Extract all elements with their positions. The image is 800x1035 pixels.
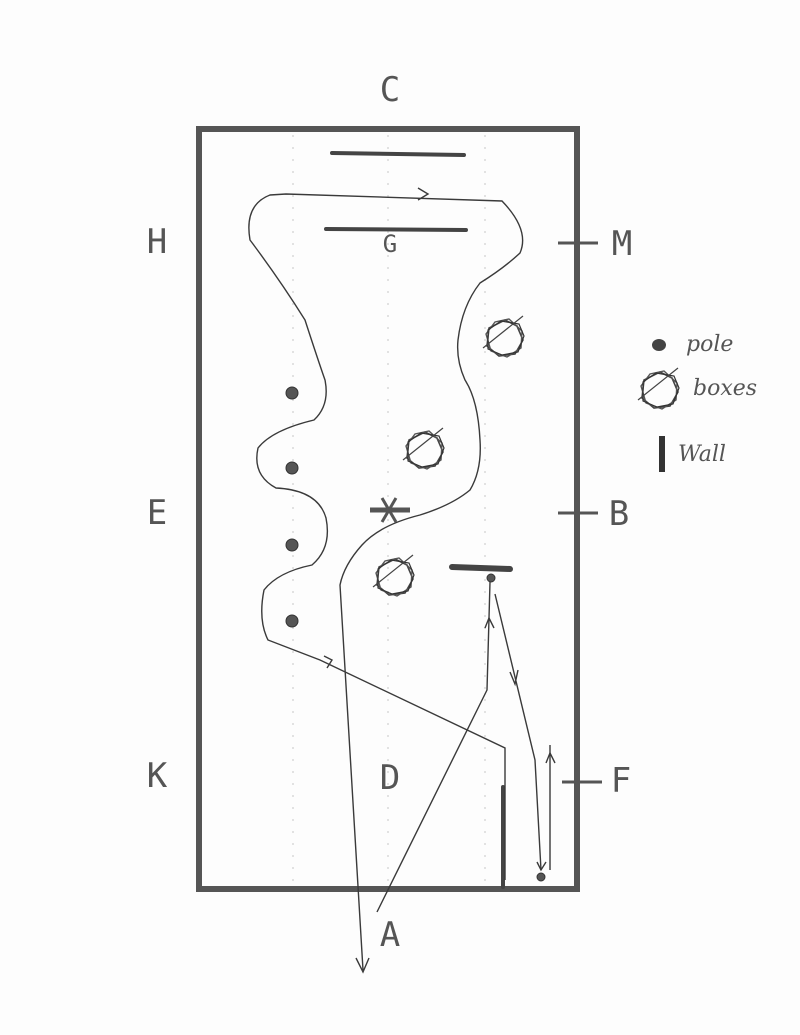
x-marker	[370, 497, 410, 523]
pole-icon	[285, 614, 299, 628]
wall-top	[330, 151, 466, 157]
pole-icon	[486, 573, 496, 583]
legend-symbols	[637, 339, 680, 472]
marker-e: E	[146, 493, 168, 533]
box-icon	[482, 315, 525, 358]
legend-wall-label: Wall	[678, 442, 726, 467]
pole-icon	[285, 386, 299, 400]
box-icon	[372, 554, 415, 597]
marker-m: M	[611, 224, 633, 264]
marker-k: K	[146, 756, 168, 796]
poles	[285, 386, 546, 882]
marker-g: G	[382, 230, 398, 258]
marker-f: F	[610, 761, 632, 801]
side-ticks	[558, 241, 602, 784]
marker-d: D	[379, 758, 401, 798]
wall-mid-right	[449, 564, 513, 572]
pole-icon	[285, 461, 299, 475]
box-icon	[637, 367, 680, 410]
wall-g	[324, 227, 468, 232]
boxes	[372, 315, 525, 597]
marker-h: H	[146, 222, 168, 262]
pole-icon	[536, 872, 546, 882]
guide-lines	[292, 135, 486, 885]
walls	[324, 151, 513, 889]
pole-icon	[652, 339, 666, 351]
marker-a: A	[379, 915, 401, 955]
box-icon	[402, 427, 445, 470]
legend-pole-label: pole	[686, 332, 734, 357]
pole-icon	[285, 538, 299, 552]
marker-c: C	[379, 70, 401, 110]
legend-boxes-label: boxes	[693, 376, 758, 401]
riding-path	[248, 187, 556, 974]
marker-b: B	[608, 494, 630, 534]
wall-icon	[659, 436, 665, 472]
